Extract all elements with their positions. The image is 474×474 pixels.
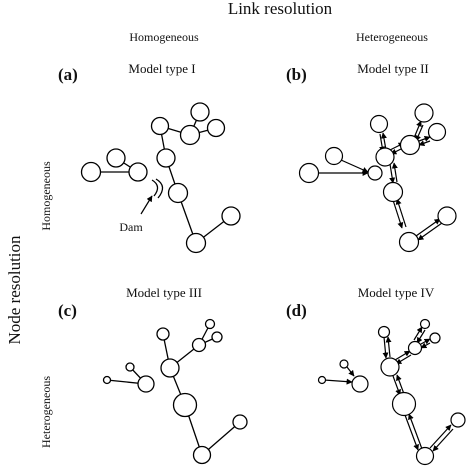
row-header-heterogeneous: Heterogeneous bbox=[39, 376, 53, 448]
node bbox=[317, 375, 327, 385]
panel-a-title: Model type I bbox=[128, 61, 195, 76]
node bbox=[414, 103, 434, 123]
node bbox=[367, 165, 383, 181]
node bbox=[128, 162, 148, 182]
node bbox=[382, 181, 404, 203]
node bbox=[190, 102, 210, 122]
node bbox=[380, 357, 400, 377]
node bbox=[339, 359, 349, 369]
node bbox=[150, 116, 170, 136]
node bbox=[419, 318, 431, 330]
panel-d-letter: (d) bbox=[286, 301, 307, 320]
node bbox=[369, 114, 389, 134]
node bbox=[324, 146, 344, 166]
panel-a-letter: (a) bbox=[58, 65, 78, 84]
node bbox=[211, 331, 223, 343]
panel-a-network bbox=[80, 102, 241, 254]
node bbox=[232, 414, 248, 430]
node bbox=[429, 332, 441, 344]
panel-c-network bbox=[102, 318, 248, 465]
panel-c-title: Model type III bbox=[126, 285, 202, 300]
node bbox=[375, 147, 395, 167]
panel-d-title: Model type IV bbox=[358, 285, 435, 300]
node bbox=[156, 327, 170, 341]
panel-c-letter: (c) bbox=[58, 301, 77, 320]
node bbox=[156, 148, 176, 168]
node bbox=[167, 182, 189, 204]
node bbox=[192, 445, 212, 465]
dam-symbol-outer bbox=[155, 178, 164, 199]
node bbox=[427, 122, 447, 142]
node bbox=[407, 340, 423, 356]
dam-symbol bbox=[151, 179, 159, 197]
node bbox=[415, 446, 435, 466]
node bbox=[221, 206, 241, 226]
row-header-homogeneous: Homogeneous bbox=[39, 161, 53, 231]
node bbox=[206, 118, 226, 138]
node bbox=[298, 162, 320, 184]
node bbox=[399, 134, 421, 156]
node bbox=[160, 358, 180, 378]
node bbox=[377, 325, 391, 339]
panel-b-title: Model type II bbox=[357, 61, 428, 76]
node bbox=[80, 161, 102, 183]
node bbox=[137, 375, 155, 393]
node bbox=[106, 148, 126, 168]
link-resolution-title: Link resolution bbox=[228, 0, 333, 18]
node bbox=[437, 206, 457, 226]
node bbox=[179, 124, 201, 146]
node bbox=[102, 375, 112, 385]
node bbox=[172, 392, 198, 418]
node bbox=[185, 232, 207, 254]
node bbox=[391, 391, 417, 417]
node bbox=[450, 412, 466, 428]
panel-d-network bbox=[317, 318, 466, 466]
panel-b-network bbox=[298, 103, 457, 253]
node bbox=[125, 362, 135, 372]
node bbox=[351, 375, 369, 393]
col-header-heterogeneous: Heterogeneous bbox=[356, 30, 428, 44]
dam-label: Dam bbox=[119, 220, 143, 234]
node-resolution-title: Node resolution bbox=[5, 235, 24, 345]
node bbox=[398, 231, 420, 253]
col-header-homogeneous: Homogeneous bbox=[129, 30, 199, 44]
node bbox=[191, 337, 207, 353]
dam-arrow bbox=[140, 195, 153, 215]
panel-b-letter: (b) bbox=[286, 65, 307, 84]
node bbox=[204, 318, 216, 330]
